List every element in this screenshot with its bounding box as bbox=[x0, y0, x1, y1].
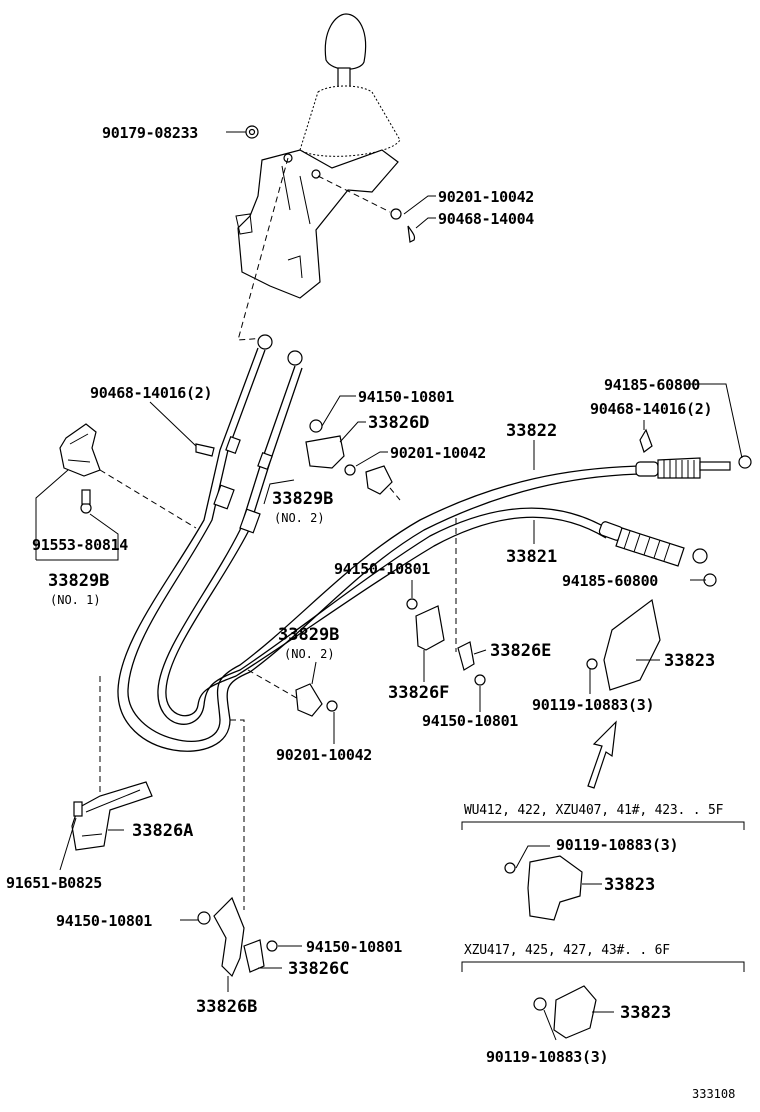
bracket-33823-b bbox=[527, 855, 583, 921]
label-90201-10042-low: 90201-10042 bbox=[276, 746, 372, 764]
bracket-33826d bbox=[305, 435, 345, 469]
diagram-number: 333108 bbox=[692, 1087, 735, 1101]
clip-33829b-no2-mid bbox=[365, 465, 393, 495]
up-arrow bbox=[587, 720, 617, 789]
nut-94150-c bbox=[474, 674, 486, 686]
label-variant1-header: WU412, 422, XZU407, 41#, 423. . 5F bbox=[464, 803, 724, 818]
bracket-33826c bbox=[243, 939, 265, 973]
bracket-33826f bbox=[415, 605, 445, 651]
clip-33829b-no2-low bbox=[295, 683, 323, 717]
label-94185-60800-mid: 94185-60800 bbox=[562, 572, 658, 590]
washer-90201-mid bbox=[344, 464, 356, 476]
label-94150-10801-a: 94150-10801 bbox=[358, 388, 454, 406]
label-no2-mid: (NO. 2) bbox=[274, 511, 325, 525]
nut-94150-a bbox=[309, 419, 323, 433]
shift-knob bbox=[324, 13, 367, 70]
label-33829b-left: 33829B bbox=[48, 571, 109, 591]
shift-lever-assembly bbox=[235, 13, 401, 366]
label-91651-b0825: 91651-B0825 bbox=[6, 874, 102, 892]
bracket-33826e bbox=[457, 641, 475, 671]
label-90119-10883-c: 90119-10883(3) bbox=[486, 1048, 608, 1066]
label-90119-10883-b: 90119-10883(3) bbox=[556, 836, 678, 854]
nut-94150-d bbox=[197, 911, 211, 925]
label-90119-10883-a: 90119-10883(3) bbox=[532, 696, 654, 714]
part-labels: 90179-08233 90201-10042 90468-14004 9046… bbox=[6, 124, 735, 1101]
label-90179-08233: 90179-08233 bbox=[102, 124, 198, 142]
clip-90468-14004 bbox=[407, 225, 416, 243]
label-94150-10801-e: 94150-10801 bbox=[306, 938, 402, 956]
washer-90201-low bbox=[326, 700, 338, 712]
label-94150-10801-b: 94150-10801 bbox=[334, 560, 430, 578]
bracket-33823-a bbox=[603, 598, 661, 691]
label-33826e: 33826E bbox=[490, 641, 551, 661]
label-33826b: 33826B bbox=[196, 997, 257, 1017]
label-94150-10801-d: 94150-10801 bbox=[56, 912, 152, 930]
label-33823-a: 33823 bbox=[664, 651, 715, 671]
label-90201-10042-mid: 90201-10042 bbox=[390, 444, 486, 462]
control-cables bbox=[117, 347, 641, 752]
label-variant2-header: XZU417, 425, 427, 43#. . 6F bbox=[464, 943, 670, 958]
label-33826a: 33826A bbox=[132, 821, 193, 841]
shift-boot bbox=[299, 85, 401, 157]
washer-90201-top bbox=[390, 208, 402, 220]
bolt-90119-b bbox=[504, 862, 516, 874]
label-90201-10042-top: 90201-10042 bbox=[438, 188, 534, 206]
bolt-91651 bbox=[73, 801, 83, 817]
clip-90468-14016-left bbox=[195, 443, 215, 457]
label-no2-low: (NO. 2) bbox=[284, 647, 335, 661]
cable-end-ball-a bbox=[257, 334, 273, 350]
label-33829b-mid: 33829B bbox=[272, 489, 333, 509]
bracket-33826a bbox=[71, 781, 153, 851]
lever-rod bbox=[337, 67, 351, 89]
label-33826c: 33826C bbox=[288, 959, 349, 979]
shift-housing bbox=[237, 149, 399, 299]
label-33829b-low: 33829B bbox=[278, 625, 339, 645]
bracket-33829b-no1 bbox=[59, 423, 101, 477]
bracket-33823-c bbox=[553, 985, 597, 1039]
label-90468-14004: 90468-14004 bbox=[438, 210, 534, 228]
nut-94150-b bbox=[406, 598, 418, 610]
label-90468-14016-left: 90468-14016(2) bbox=[90, 384, 212, 402]
bolt-90119-a bbox=[586, 658, 598, 670]
label-91553-80814: 91553-80814 bbox=[32, 536, 128, 554]
label-33826f: 33826F bbox=[388, 683, 449, 703]
label-33821: 33821 bbox=[506, 547, 557, 567]
leader-lines bbox=[35, 131, 743, 1041]
cable-end-ball-b bbox=[287, 350, 303, 366]
bolt-90119-c bbox=[533, 997, 547, 1011]
bracket-33826b bbox=[213, 896, 245, 978]
label-no1: (NO. 1) bbox=[50, 593, 101, 607]
label-90468-14016-right: 90468-14016(2) bbox=[590, 400, 712, 418]
label-94185-60800-top: 94185-60800 bbox=[604, 376, 700, 394]
clip-90468-14016-right bbox=[639, 428, 653, 453]
nut-94150-e bbox=[266, 940, 278, 952]
nut-90179 bbox=[245, 125, 259, 139]
label-94150-10801-c: 94150-10801 bbox=[422, 712, 518, 730]
label-33822: 33822 bbox=[506, 421, 557, 441]
label-33826d: 33826D bbox=[368, 413, 429, 433]
cable-33822-end bbox=[635, 455, 752, 479]
label-33823-c: 33823 bbox=[620, 1003, 671, 1023]
label-33823-b: 33823 bbox=[604, 875, 655, 895]
